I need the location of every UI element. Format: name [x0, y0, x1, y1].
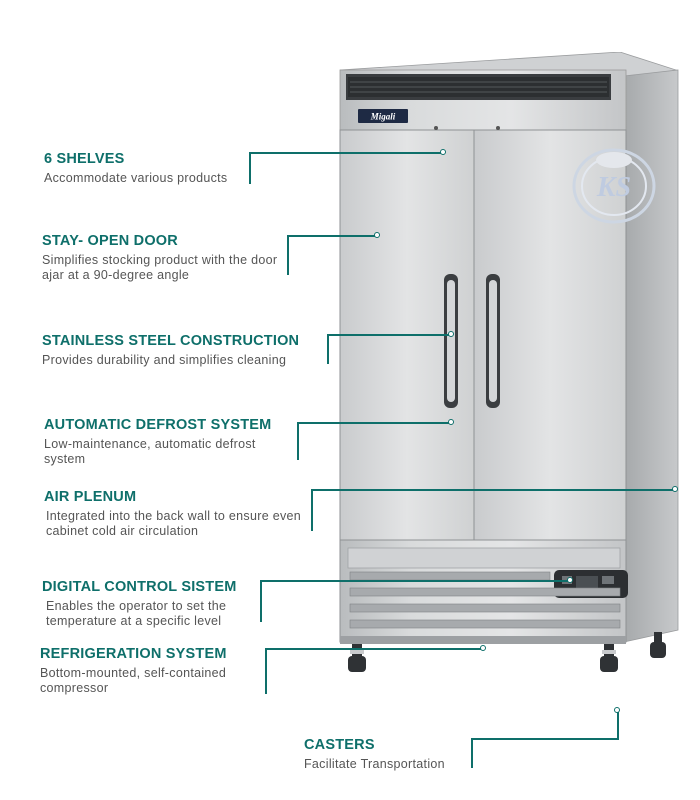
- leader-line: [287, 235, 289, 275]
- watermark-logo: KS: [572, 148, 656, 224]
- callout-dot: [448, 419, 454, 425]
- callout-title: STAINLESS STEEL CONSTRUCTION: [42, 333, 300, 349]
- callout-defrost: AUTOMATIC DEFROST SYSTEM Low-maintenance…: [44, 416, 294, 467]
- leader-line: [249, 152, 441, 154]
- callout-title: DIGITAL CONTROL SISTEM: [42, 579, 237, 595]
- leader-line: [327, 334, 329, 364]
- callout-dot: [440, 149, 446, 155]
- callout-dot: [567, 577, 573, 583]
- callout-refrigeration: REFRIGERATION SYSTEM Bottom-mounted, sel…: [40, 645, 265, 696]
- callout-dot: [374, 232, 380, 238]
- callout-shelves: 6 SHELVES Accommodate various products: [44, 150, 259, 186]
- callout-desc: Accommodate various products: [44, 171, 228, 185]
- callout-dot: [448, 331, 454, 337]
- leader-line: [311, 489, 673, 491]
- leader-line: [471, 738, 618, 740]
- callout-stainless-steel: STAINLESS STEEL CONSTRUCTION Provides du…: [42, 332, 332, 368]
- callout-title: REFRIGERATION SYSTEM: [40, 646, 227, 662]
- callout-dot: [614, 707, 620, 713]
- refrigerator-image: Migali: [339, 52, 679, 672]
- callout-title: AUTOMATIC DEFROST SYSTEM: [44, 417, 272, 433]
- callout-desc: Bottom-mounted, self-contained compresso…: [40, 666, 227, 695]
- leader-line: [297, 422, 299, 460]
- callout-dot: [672, 486, 678, 492]
- leader-line: [265, 648, 267, 694]
- callout-desc: Low-maintenance, automatic defrost syste…: [44, 437, 256, 466]
- callout-desc: Enables the operator to set the temperat…: [46, 599, 227, 628]
- leader-line: [327, 334, 449, 336]
- callout-dot: [480, 645, 486, 651]
- callout-title: 6 SHELVES: [44, 151, 125, 167]
- svg-text:KS: KS: [596, 172, 631, 203]
- callout-desc: Integrated into the back wall to ensure …: [46, 509, 302, 538]
- callout-title: CASTERS: [304, 737, 375, 753]
- callout-desc: Simplifies stocking product with the doo…: [42, 253, 278, 282]
- callout-desc: Facilitate Transportation: [304, 757, 445, 771]
- brand-logo: Migali: [370, 112, 396, 122]
- leader-line: [311, 489, 313, 531]
- callout-casters: CASTERS Facilitate Transportation: [304, 736, 474, 772]
- callout-digital-control: DIGITAL CONTROL SISTEM Enables the opera…: [42, 578, 262, 629]
- callout-title: STAY- OPEN DOOR: [42, 233, 178, 249]
- callout-air-plenum: AIR PLENUM Integrated into the back wall…: [44, 488, 309, 539]
- callout-stay-open-door: STAY- OPEN DOOR Simplifies stocking prod…: [42, 232, 287, 283]
- leader-line: [265, 648, 481, 650]
- callout-title: AIR PLENUM: [44, 489, 137, 505]
- leader-line: [287, 235, 375, 237]
- leader-line: [297, 422, 449, 424]
- leader-line: [249, 152, 251, 184]
- callout-desc: Provides durability and simplifies clean…: [42, 353, 287, 367]
- leader-line: [471, 738, 473, 768]
- leader-line: [260, 580, 568, 582]
- leader-line: [260, 580, 262, 622]
- leader-line: [617, 712, 619, 740]
